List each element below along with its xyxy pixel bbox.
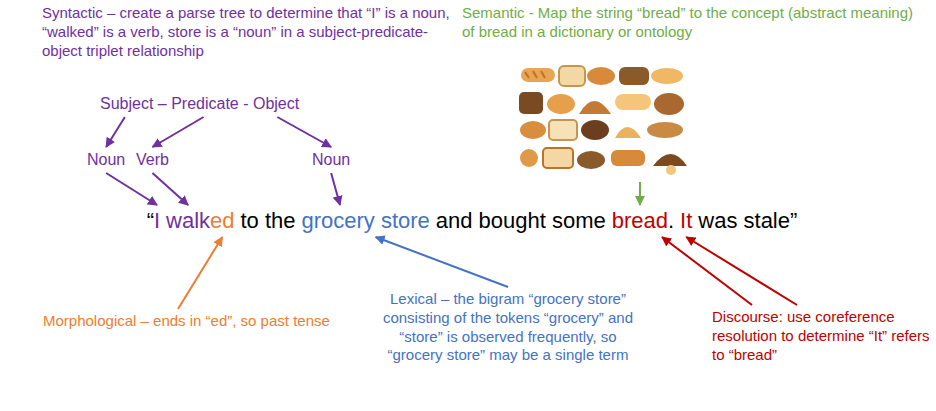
semantic-note: Semantic - Map the string “bread” to the… xyxy=(462,4,928,42)
sentence-word: was stale” xyxy=(698,208,797,234)
sentence-word: . xyxy=(668,208,674,234)
leader-arrow xyxy=(376,237,508,287)
sentence-word: I xyxy=(154,208,160,234)
leader-arrow xyxy=(662,237,752,305)
pos-tag: Noun xyxy=(312,150,350,170)
sentence-word: grocery store xyxy=(301,208,429,234)
triplet-heading: Subject – Predicate - Object xyxy=(100,94,299,114)
sentence-word: and bought some xyxy=(436,208,606,234)
example-sentence: “Iwalkedto thegrocery store and bought so… xyxy=(147,208,798,234)
label-slot: Noun xyxy=(87,150,125,170)
leader-arrow xyxy=(152,173,188,205)
label-slot: Semantic - Map the string “bread” to the… xyxy=(462,4,928,42)
label-slot: Noun xyxy=(312,150,350,170)
discourse-note: Discourse: use coreference resolution to… xyxy=(712,308,930,364)
label-slot: Syntactic – create a parse tree to deter… xyxy=(42,4,454,60)
morphological-note: Morphological – ends in “ed”, so past te… xyxy=(43,312,330,331)
pos-tag: Verb xyxy=(136,150,169,170)
lexical-note: Lexical – the bigram “grocery store” con… xyxy=(372,290,644,365)
label-slot: Morphological – ends in “ed”, so past te… xyxy=(43,312,330,331)
label-slot: Discourse: use coreference resolution to… xyxy=(712,308,930,364)
sentence-word: bread xyxy=(612,208,668,234)
sentence-word: “ xyxy=(147,208,154,234)
leader-arrow xyxy=(277,117,331,147)
leader-arrow xyxy=(152,117,203,147)
leader-arrow xyxy=(639,182,641,205)
leader-arrow xyxy=(106,173,157,205)
leader-arrow xyxy=(686,237,797,305)
label-slot: Lexical – the bigram “grocery store” con… xyxy=(372,290,644,365)
label-slot: Subject – Predicate - Object xyxy=(100,94,299,114)
sentence-word: walk xyxy=(166,208,210,234)
leader-arrow xyxy=(106,117,125,147)
pos-tag: Noun xyxy=(87,150,125,170)
sentence-word: ed xyxy=(210,208,234,234)
sentence-word: It xyxy=(680,208,692,234)
leader-arrow xyxy=(178,237,222,309)
label-slot: Verb xyxy=(136,150,169,170)
leader-arrow xyxy=(331,173,340,205)
sentence-word: to the xyxy=(240,208,295,234)
syntactic-note: Syntactic – create a parse tree to deter… xyxy=(42,4,454,60)
